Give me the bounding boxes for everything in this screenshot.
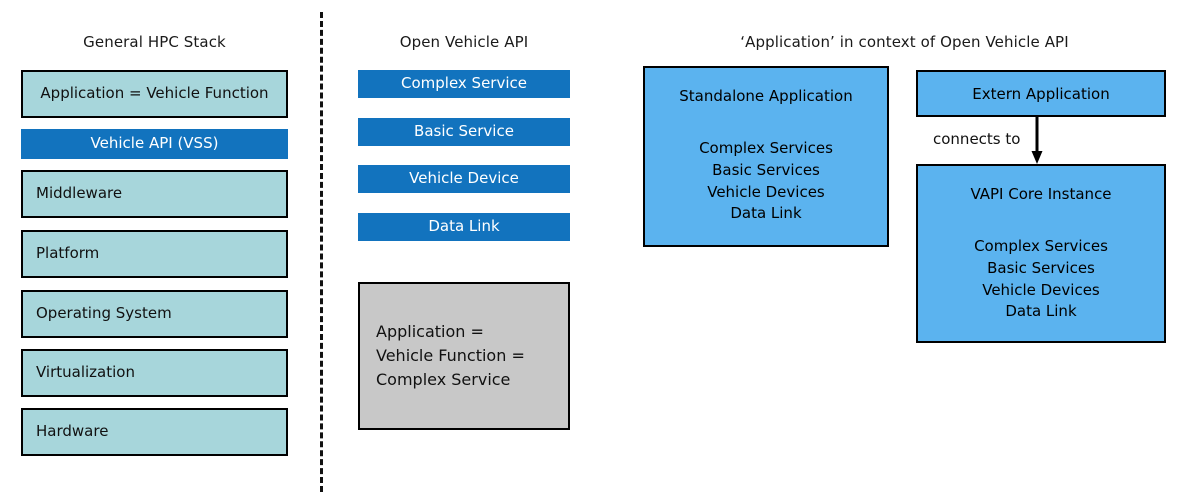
- hpc-layer-label: Operating System: [36, 304, 172, 323]
- section-divider: [320, 12, 323, 492]
- ovapi-layer-label: Complex Service: [401, 74, 527, 93]
- standalone-application-layers: Complex Services Basic Services Vehicle …: [699, 139, 833, 223]
- hpc-layer-hardware[interactable]: Hardware: [21, 408, 288, 456]
- vapi-core-instance-box[interactable]: VAPI Core Instance Complex Services Basi…: [916, 164, 1166, 343]
- hpc-layer-operating-system[interactable]: Operating System: [21, 290, 288, 338]
- extern-application-title: Extern Application: [972, 84, 1110, 103]
- section-heading-open-vehicle-api: Open Vehicle API: [399, 33, 529, 51]
- ovapi-summary-text: Application = Vehicle Function = Complex…: [376, 322, 525, 389]
- ovapi-layer-vehicle-device[interactable]: Vehicle Device: [358, 165, 570, 193]
- vapi-core-instance-title: VAPI Core Instance: [970, 185, 1112, 203]
- hpc-layer-middleware[interactable]: Middleware: [21, 170, 288, 218]
- hpc-layer-virtualization[interactable]: Virtualization: [21, 349, 288, 397]
- connector-label: connects to: [933, 130, 1021, 148]
- ovapi-layer-data-link[interactable]: Data Link: [358, 213, 570, 241]
- hpc-layer-application[interactable]: Application = Vehicle Function: [21, 70, 288, 118]
- hpc-layer-platform[interactable]: Platform: [21, 230, 288, 278]
- ovapi-layer-complex-service[interactable]: Complex Service: [358, 70, 570, 98]
- hpc-layer-vehicle-api[interactable]: Vehicle API (VSS): [21, 129, 288, 159]
- hpc-layer-label: Platform: [36, 244, 100, 263]
- hpc-layer-label: Hardware: [36, 422, 109, 441]
- hpc-layer-label: Middleware: [36, 184, 123, 203]
- ovapi-layer-basic-service[interactable]: Basic Service: [358, 118, 570, 146]
- section-heading-application-context: ‘Application’ in context of Open Vehicle…: [740, 33, 1069, 51]
- hpc-layer-label: Virtualization: [36, 363, 135, 382]
- vapi-core-instance-layers: Complex Services Basic Services Vehicle …: [974, 237, 1108, 321]
- ovapi-layer-label: Vehicle Device: [409, 169, 519, 188]
- standalone-application-box[interactable]: Standalone Application Complex Services …: [643, 66, 889, 247]
- standalone-application-title: Standalone Application: [679, 87, 853, 105]
- hpc-layer-label: Vehicle API (VSS): [90, 134, 219, 153]
- section-heading-hpc: General HPC Stack: [83, 33, 226, 51]
- connects-to-arrow-icon: [1031, 117, 1043, 164]
- ovapi-summary-box[interactable]: Application = Vehicle Function = Complex…: [358, 282, 570, 430]
- hpc-layer-label: Application = Vehicle Function: [40, 84, 269, 103]
- ovapi-layer-label: Data Link: [428, 217, 500, 236]
- extern-application-box[interactable]: Extern Application: [916, 70, 1166, 117]
- ovapi-layer-label: Basic Service: [414, 122, 514, 141]
